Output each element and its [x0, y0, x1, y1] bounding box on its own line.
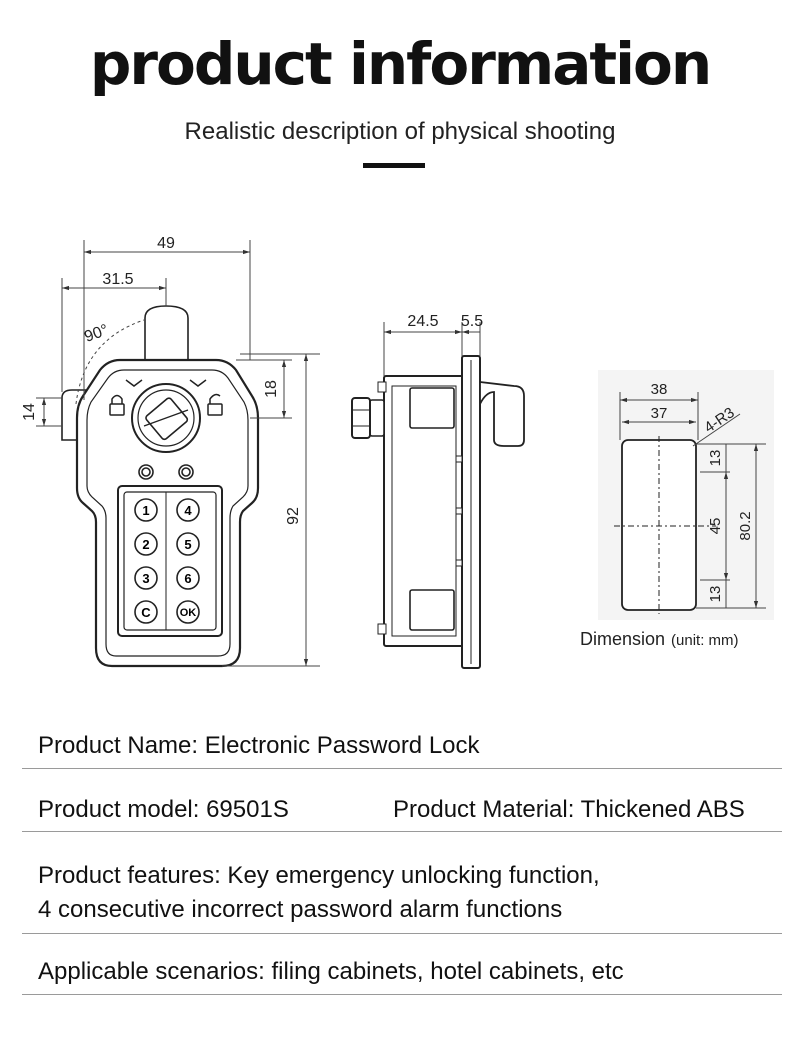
page-title: product information [89, 30, 712, 98]
dim-offset-label: 31.5 [102, 271, 133, 288]
divider [22, 768, 782, 769]
cutout-top-margin-label: 13 [707, 450, 724, 467]
key-6: 6 [176, 566, 200, 590]
key-cylinder [131, 383, 201, 453]
key-6-label: 6 [184, 571, 191, 586]
cutout-center-label: 45 [707, 518, 724, 535]
cutout-view [614, 436, 716, 614]
lock-icon [109, 379, 143, 416]
cutout-inner-label: 37 [651, 405, 668, 422]
technical-drawing: 1 4 2 5 3 6 C OK 49 31.5 90° 18 92 14 [21, 235, 774, 669]
dimension-unit: (unit: mm) [671, 632, 739, 649]
spec-scenarios: Applicable scenarios: filing cabinets, h… [38, 958, 624, 985]
key-5-label: 5 [184, 537, 191, 552]
dim-flange-label: 5.5 [461, 313, 483, 330]
spec-features-line2: 4 consecutive incorrect password alarm f… [38, 896, 563, 923]
cutout-outer-label: 38 [651, 381, 668, 398]
key-3: 3 [134, 566, 158, 590]
side-view [351, 355, 525, 669]
dimension-caption: Dimension (unit: mm) [580, 629, 739, 650]
front-dimensions [36, 240, 320, 667]
key-ok: OK [176, 600, 200, 624]
key-4: 4 [176, 498, 200, 522]
dim-angle-label: 90° [82, 322, 111, 346]
dim-top-label: 18 [263, 380, 280, 398]
key-c-label: C [141, 605, 151, 620]
page-subtitle: Realistic description of physical shooti… [184, 118, 616, 145]
key-ok-label: OK [180, 607, 197, 619]
spec-features-line1: Product features: Key emergency unlockin… [38, 862, 600, 889]
divider [22, 994, 782, 995]
side-dimensions [383, 322, 481, 376]
title-underline [363, 163, 425, 168]
key-5: 5 [176, 532, 200, 556]
led-right [178, 464, 194, 480]
dim-left-label: 14 [21, 403, 38, 421]
key-c: C [134, 600, 158, 624]
dimension-caption-text: Dimension [580, 629, 666, 649]
cutout-dimensions [619, 392, 766, 609]
latch-tongue [144, 305, 189, 360]
key-2-label: 2 [142, 537, 149, 552]
dim-width-label: 49 [157, 235, 175, 252]
key-3-label: 3 [142, 571, 149, 586]
key-1-label: 1 [142, 503, 149, 518]
dim-depth-label: 24.5 [407, 313, 438, 330]
divider [22, 933, 782, 934]
key-1: 1 [134, 498, 158, 522]
unlock-icon [189, 379, 223, 416]
led-left [138, 464, 154, 480]
keypad-keys: 1 4 2 5 3 6 C OK [134, 498, 200, 624]
keypad-panel [117, 485, 223, 637]
cutout-bottom-margin-label: 13 [707, 586, 724, 603]
front-view [61, 305, 260, 668]
spec-product-material: Product Material: Thickened ABS [393, 796, 745, 823]
side-handle [479, 380, 525, 447]
dim-height-label: 92 [285, 507, 302, 525]
key-4-label: 4 [184, 503, 192, 518]
spec-product-name: Product Name: Electronic Password Lock [38, 732, 480, 759]
key-2: 2 [134, 532, 158, 556]
cutout-height-label: 80.2 [737, 511, 754, 540]
spec-product-model: Product model: 69501S [38, 796, 289, 823]
divider [22, 831, 782, 832]
